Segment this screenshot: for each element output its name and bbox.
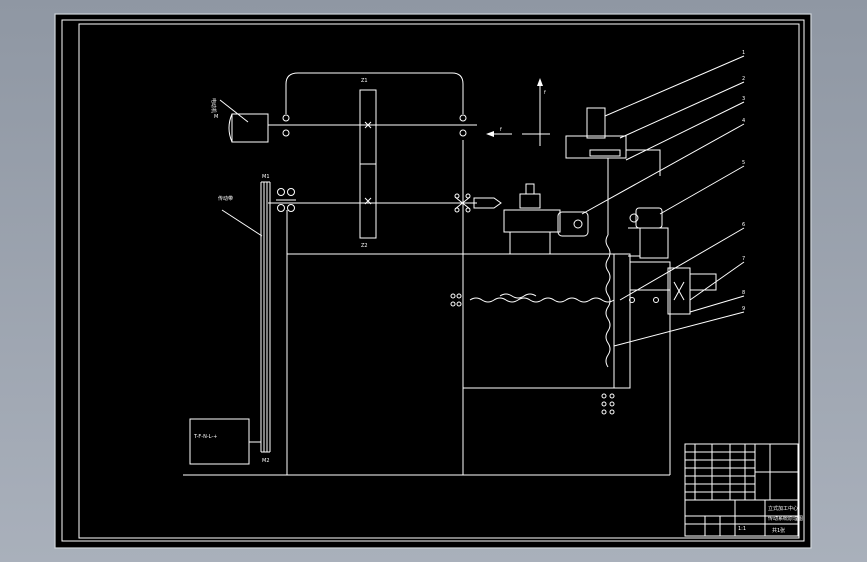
title-block: 立式加工中心 传动系统原理图 1:1 共1张 bbox=[684, 443, 803, 537]
belt-leader bbox=[221, 209, 263, 237]
label-shaft-bottom: M2 bbox=[262, 458, 270, 464]
label-belt: 传动带 bbox=[218, 195, 233, 202]
svg-text:2: 2 bbox=[742, 76, 745, 82]
label-arrow-h: f bbox=[500, 127, 502, 133]
vertical-feed-arrow bbox=[522, 78, 550, 146]
label-counter: T-F-N-L-+ bbox=[193, 434, 217, 440]
svg-text:9: 9 bbox=[742, 306, 745, 312]
vertical-belt bbox=[260, 181, 278, 453]
gear-mark-bottom bbox=[364, 197, 372, 205]
label-arrow-v: f bbox=[544, 90, 546, 96]
coupling bbox=[454, 193, 502, 213]
vertical-screw bbox=[605, 234, 611, 368]
horizontal-feed-arrow bbox=[486, 131, 512, 137]
svg-text:5: 5 bbox=[742, 160, 745, 166]
label-gear-bottom: Z2 bbox=[361, 243, 368, 249]
screw-bearing-left bbox=[450, 293, 462, 307]
leader-lines bbox=[581, 55, 745, 347]
upper-belt-loop bbox=[285, 72, 464, 114]
lead-screw bbox=[469, 297, 615, 303]
gear-mark-top bbox=[364, 121, 372, 129]
svg-text:6: 6 bbox=[742, 222, 745, 228]
inner-frame bbox=[78, 23, 800, 539]
label-shaft-top: M1 bbox=[262, 174, 270, 180]
title-scale: 1:1 bbox=[738, 526, 746, 532]
tool-holder bbox=[503, 183, 589, 254]
svg-text:1: 1 bbox=[742, 50, 745, 56]
table-box bbox=[613, 253, 717, 389]
label-motor-sub: M bbox=[214, 114, 218, 120]
label-motor: 电动机 bbox=[210, 98, 217, 113]
title-sub: 传动系统原理图 bbox=[768, 515, 803, 522]
svg-text:4: 4 bbox=[742, 118, 745, 124]
title-sheet: 共1张 bbox=[772, 527, 785, 534]
spindle-head bbox=[565, 107, 661, 235]
bearing-top-left bbox=[282, 114, 290, 137]
bearing-left-block bbox=[276, 188, 296, 212]
svg-text:8: 8 bbox=[742, 290, 745, 296]
title-name: 立式加工中心 bbox=[768, 505, 798, 512]
label-gear-top: Z1 bbox=[361, 78, 368, 84]
gear-column-bottom bbox=[359, 163, 377, 239]
outer-frame bbox=[61, 19, 805, 542]
vertical-screw-bearing bbox=[601, 393, 615, 415]
leader-numbers: 1 2 3 4 5 6 7 8 9 bbox=[742, 50, 745, 312]
motor bbox=[219, 99, 269, 143]
svg-text:3: 3 bbox=[742, 96, 745, 102]
lead-screw-2 bbox=[499, 293, 537, 299]
svg-text:7: 7 bbox=[742, 256, 745, 262]
bearing-top-right bbox=[459, 114, 467, 137]
right-tool bbox=[628, 207, 669, 259]
